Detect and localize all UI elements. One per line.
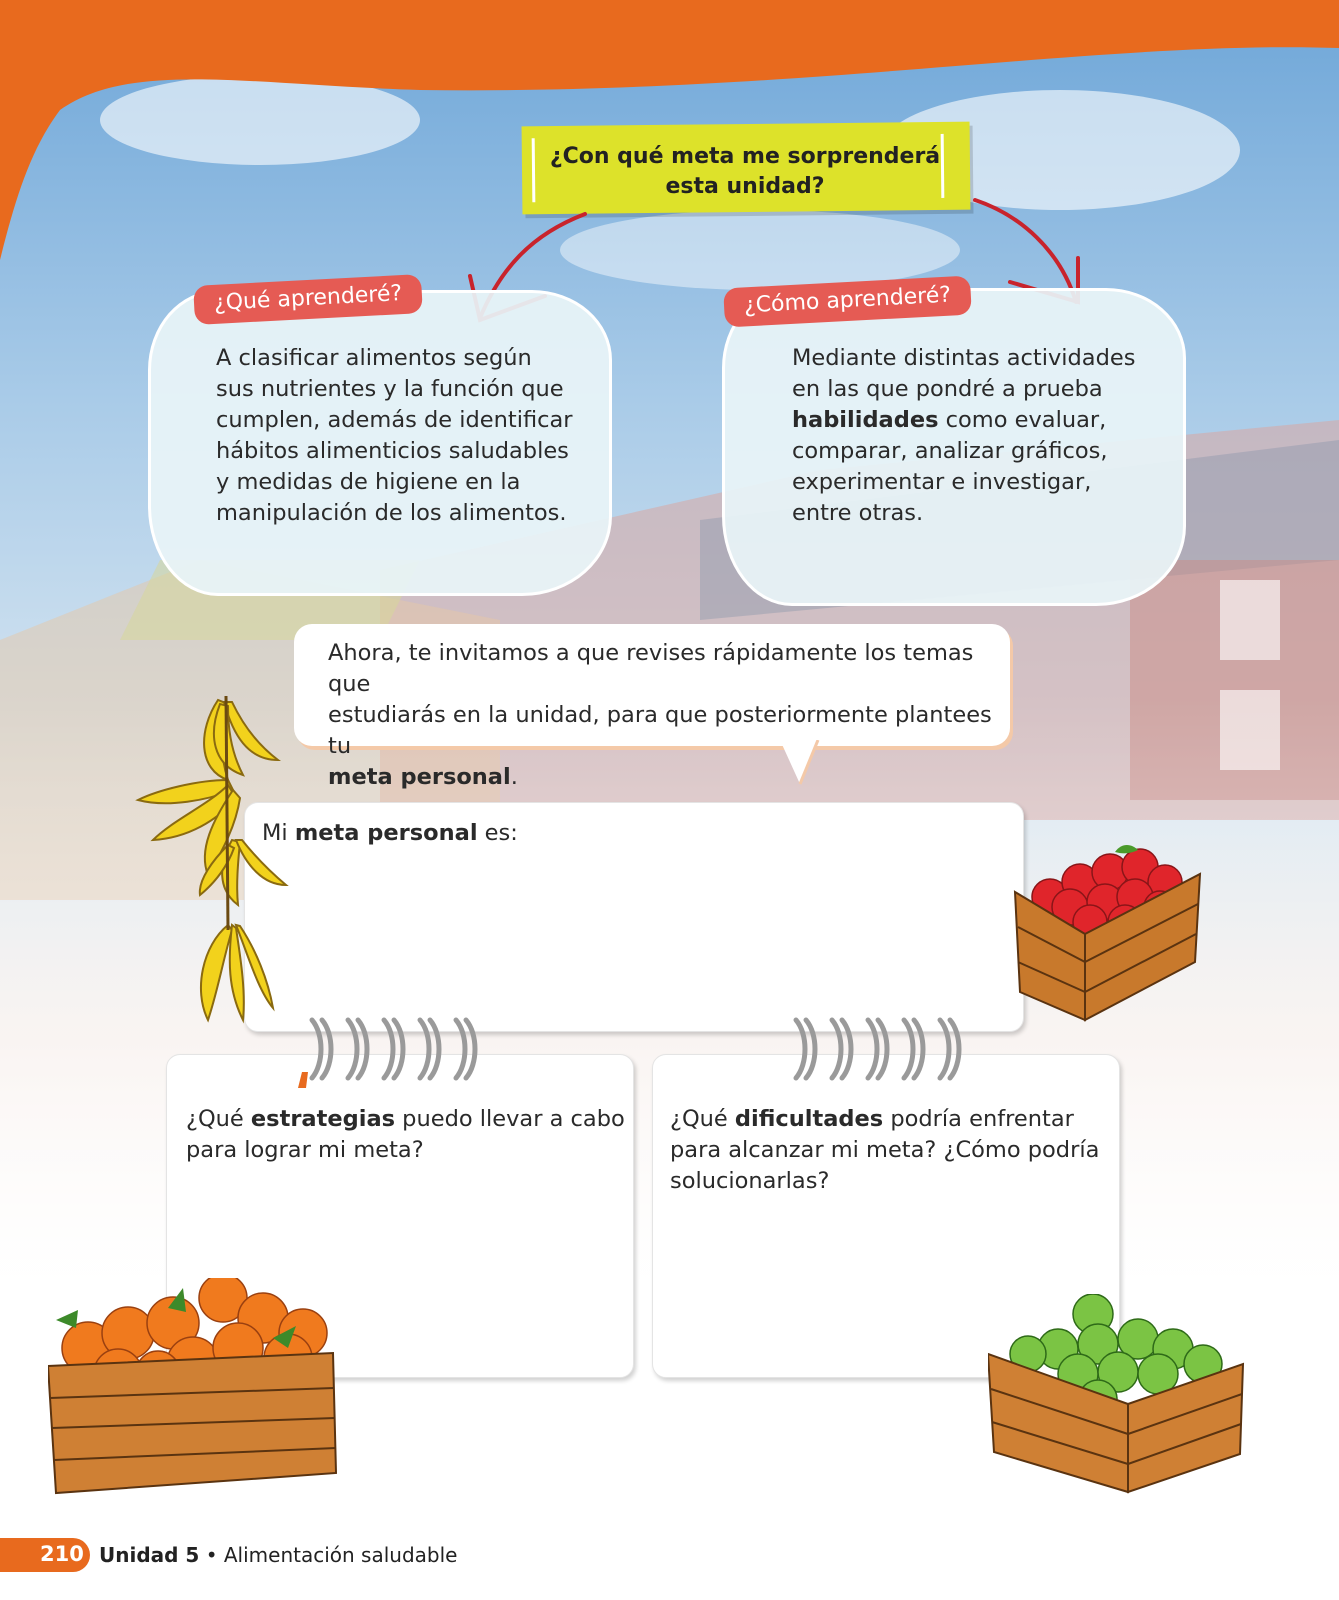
how-line: Mediante distintas actividades <box>792 345 1136 371</box>
difficulties-post: podría enfrentar <box>883 1106 1074 1132</box>
goal-post: es: <box>477 820 518 846</box>
goal-card[interactable] <box>244 802 1024 1032</box>
what-line: manipulación de los alimentos. <box>216 500 567 526</box>
difficulties-card-label: ¿Qué dificultades podría enfrentar para … <box>670 1104 1099 1197</box>
invite-speech-bubble <box>294 624 1010 746</box>
invite-line: meta personal. <box>328 762 1008 793</box>
page-number: 210 <box>0 1538 90 1572</box>
strategies-post: puedo llevar a cabo <box>395 1106 625 1132</box>
difficulties-line: para alcanzar mi meta? ¿Cómo podría <box>670 1137 1100 1163</box>
how-bubble <box>722 288 1186 606</box>
invite-line: estudiarás en la unidad, para que poster… <box>328 702 992 759</box>
how-line: entre otras. <box>792 500 924 526</box>
difficulties-pre: ¿Qué <box>670 1106 735 1132</box>
invite-bold: meta personal <box>328 764 511 790</box>
invite-line: Ahora, te invitamos a que revises rápida… <box>328 640 974 697</box>
goal-card-label: Mi meta personal es: <box>262 818 518 849</box>
unit-goal-question: ¿Con qué meta me sorprenderá esta unidad… <box>540 142 950 202</box>
strategies-bold: estrategias <box>250 1106 396 1132</box>
goal-question-line-2: esta unidad? <box>665 174 825 199</box>
strategies-line: para lograr mi meta? <box>186 1137 424 1163</box>
goal-question-line-1: ¿Con qué meta me sorprenderá <box>549 144 941 169</box>
footer-title: Alimentación saludable <box>223 1543 458 1567</box>
what-line: hábitos alimenticios saludables <box>216 438 569 464</box>
arrow-right-icon <box>973 198 1080 305</box>
footer-unit: Unidad 5 • Alimentación saludable <box>99 1543 457 1567</box>
difficulties-bold: dificultades <box>734 1106 884 1132</box>
strategies-card-label: ¿Qué estrategias puedo llevar a cabo par… <box>186 1104 625 1166</box>
what-line: sus nutrientes y la función que <box>216 376 564 402</box>
how-line: habilidades como evaluar, <box>792 405 1135 436</box>
what-line: y medidas de higiene en la <box>216 469 521 495</box>
difficulties-line: ¿Qué dificultades podría enfrentar <box>670 1104 1099 1135</box>
strategies-line: ¿Qué estrategias puedo llevar a cabo <box>186 1104 625 1135</box>
speech-tail <box>780 740 820 785</box>
what-line: cumplen, además de identificar <box>216 407 573 433</box>
footer-separator: • <box>199 1543 224 1567</box>
how-line: en las que pondré a prueba <box>792 376 1103 402</box>
apple-crate-illustration <box>1013 845 1202 1022</box>
bananas-illustration <box>135 695 289 1024</box>
difficulties-card[interactable] <box>652 1054 1120 1378</box>
invite-text: Ahora, te invitamos a que revises rápida… <box>328 638 1008 793</box>
how-line: comparar, analizar gráficos, <box>792 438 1108 464</box>
orange-crate-illustration <box>48 1278 338 1495</box>
spiral-rings-left <box>298 1017 478 1088</box>
how-rest: como evaluar, <box>938 407 1107 433</box>
how-bold: habilidades <box>792 407 939 433</box>
spiral-rings-right <box>793 1017 962 1081</box>
difficulties-line: solucionarlas? <box>670 1168 830 1194</box>
what-bubble <box>148 290 612 596</box>
footer-unit-label: Unidad 5 <box>99 1543 200 1567</box>
strategies-pre: ¿Qué <box>186 1106 251 1132</box>
what-text: A clasificar alimentos según sus nutrien… <box>216 343 573 529</box>
green-apple-crate-illustration <box>988 1294 1245 1494</box>
invite-rest: . <box>510 764 518 790</box>
what-line: A clasificar alimentos según <box>216 345 532 371</box>
how-line: experimentar e investigar, <box>792 469 1092 495</box>
goal-bold: meta personal <box>294 820 478 846</box>
how-text: Mediante distintas actividades en las qu… <box>792 343 1135 529</box>
goal-pre: Mi <box>262 820 295 846</box>
